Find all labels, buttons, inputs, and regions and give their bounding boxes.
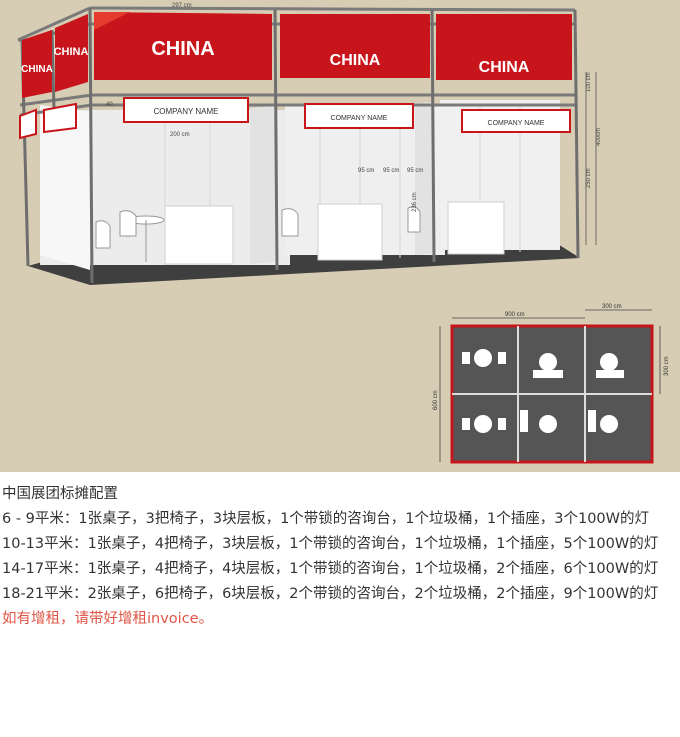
- company-label: COMPANY NAME: [331, 115, 388, 122]
- plan-dim-lines: [439, 309, 661, 462]
- banner-1: CHINA: [94, 12, 272, 80]
- dim-panel-c: 95 cm: [407, 168, 423, 174]
- dim-wall-height: 236 cm: [412, 192, 418, 212]
- side-wall-left: [40, 105, 90, 270]
- plan-booth-width-label: 300 cm: [602, 304, 622, 310]
- company-label: COMPANY NAME: [488, 120, 545, 127]
- dim-panel-b: 95 cm: [383, 168, 399, 174]
- banner-3: CHINA: [436, 14, 572, 80]
- plan-dim-labels: 900 cm 300 cm 600 cm 300 cm: [433, 304, 670, 410]
- config-title: 中国展团标摊配置: [2, 486, 118, 502]
- fascia-1: COMPANY NAME: [123, 97, 249, 123]
- config-line-10-13: 10-13平米：1张桌子，4把椅子，3块层板，1个带锁的咨询台，1个垃圾桶，1个…: [2, 536, 659, 552]
- dim-top-width: 297 cm: [172, 3, 192, 9]
- dimension-labels: 297 cm 40 200 cm 95 cm 95 cm 95 cm 236 c…: [106, 3, 602, 212]
- config-line-6-9: 6 - 9平米：1张桌子，3把椅子，3块层板，1个带锁的咨询台，1个垃圾桶，1个…: [2, 511, 649, 527]
- fascia-side-2: [43, 102, 77, 134]
- divider-1: [250, 106, 275, 264]
- banner-side-mid: CHINA: [54, 14, 89, 92]
- dim-panel-a: 95 cm: [358, 168, 374, 174]
- invoice-note: 如有增租，请带好增租invoice。: [2, 611, 214, 627]
- banner-text: CHINA: [54, 46, 89, 58]
- dimension-lines: [585, 72, 597, 245]
- banner-2: CHINA: [280, 14, 430, 78]
- banner-side-left: CHINA: [21, 30, 53, 98]
- config-line-18-21: 18-21平米：2张桌子，6把椅子，6块层板，2个带锁的咨询台，2个垃圾桶，2个…: [2, 586, 659, 602]
- plan-booth-depth-label: 300 cm: [664, 356, 670, 376]
- dim-total-height: 400cm: [596, 128, 602, 146]
- config-line-14-17: 14-17平米：1张桌子，4把椅子，4块层板，1个带锁的咨询台，1个垃圾桶，2个…: [2, 561, 659, 577]
- fascia-3: COMPANY NAME: [461, 109, 571, 133]
- fascia-side-1: [19, 108, 37, 140]
- banner-text: CHINA: [330, 52, 381, 69]
- plan-width-label: 900 cm: [505, 312, 525, 318]
- dim-booth-width: 200 cm: [170, 132, 190, 138]
- plan-depth-label: 600 cm: [433, 390, 439, 410]
- config-text: 中国展团标摊配置 6 - 9平米：1张桌子，3把椅子，3块层板，1个带锁的咨询台…: [2, 482, 678, 632]
- dim-fascia-offset: 40: [106, 102, 113, 108]
- banner-text: CHINA: [479, 59, 530, 76]
- plan-tables: [462, 349, 624, 433]
- plan-red-edges: [450, 336, 654, 452]
- dim-lower-height: 250 cm: [586, 168, 592, 188]
- company-label: COMPANY NAME: [153, 107, 218, 116]
- booth-illustration: CHINA CHINA CHINA CHINA CHINA COMPANY NA…: [0, 0, 680, 472]
- dim-header-height: 100 cm: [586, 72, 592, 92]
- floor-plan: 900 cm 300 cm 600 cm 300 cm: [433, 304, 670, 464]
- banner-text: CHINA: [151, 38, 214, 60]
- fascia-2: COMPANY NAME: [304, 103, 414, 129]
- banner-text: CHINA: [21, 64, 53, 75]
- counters: [164, 201, 505, 265]
- booth-drawing: CHINA CHINA CHINA CHINA CHINA COMPANY NA…: [0, 0, 680, 472]
- furniture: [95, 206, 421, 262]
